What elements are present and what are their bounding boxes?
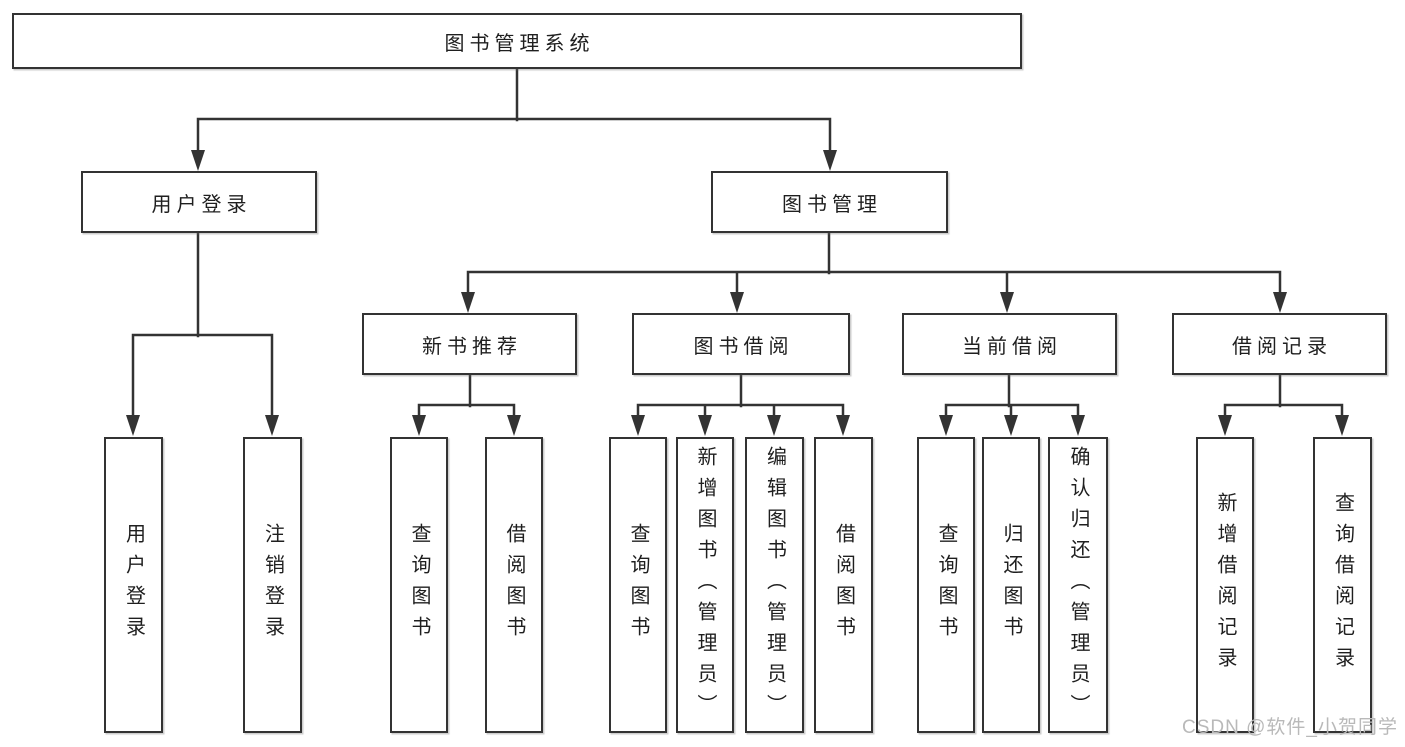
- node-borrow-records-label: 借阅记录: [1232, 335, 1332, 358]
- leaf-logout: 注销登录: [243, 437, 302, 733]
- node-user-login: 用户登录: [81, 171, 317, 233]
- node-book-management: 图书管理: [711, 171, 948, 233]
- leaf-recommend-borrow-books: 借阅图书: [485, 437, 543, 733]
- leaf-add-borrow-record: 新增借阅记录: [1196, 437, 1254, 733]
- leaf-current-query-books-label: 查询图书: [935, 523, 957, 647]
- leaf-edit-book-admin: 编辑图书（管理员）: [745, 437, 804, 733]
- node-user-login-label: 用户登录: [151, 193, 252, 216]
- leaf-user-login-label: 用户登录: [122, 523, 145, 647]
- leaf-confirm-return-admin: 确认归还（管理员）: [1048, 437, 1108, 733]
- node-new-book-recommend: 新书推荐: [362, 313, 577, 375]
- leaf-add-book-admin: 新增图书（管理员）: [676, 437, 734, 733]
- leaf-borrowing-query-books: 查询图书: [609, 437, 667, 733]
- node-book-borrowing: 图书借阅: [632, 313, 850, 375]
- leaf-current-query-books: 查询图书: [917, 437, 975, 733]
- leaf-logout-label: 注销登录: [261, 523, 284, 647]
- leaf-borrowing-borrow-books-label: 借阅图书: [832, 523, 855, 647]
- leaf-add-book-admin-label: 新增图书（管理员）: [694, 445, 716, 725]
- leaf-confirm-return-admin-label: 确认归还（管理员）: [1067, 445, 1089, 725]
- csdn-watermark: CSDN @软件_小贺同学: [1182, 717, 1398, 738]
- node-book-management-label: 图书管理: [782, 193, 882, 216]
- leaf-user-login: 用户登录: [104, 437, 163, 733]
- leaf-edit-book-admin-label: 编辑图书（管理员）: [763, 445, 786, 725]
- leaf-query-borrow-record: 查询借阅记录: [1313, 437, 1372, 733]
- leaf-return-books: 归还图书: [982, 437, 1040, 733]
- leaf-query-borrow-record-label: 查询借阅记录: [1331, 492, 1354, 678]
- leaf-recommend-borrow-books-label: 借阅图书: [503, 523, 525, 647]
- node-new-book-recommend-label: 新书推荐: [422, 335, 522, 358]
- node-root-system: 图书管理系统: [12, 13, 1022, 69]
- leaf-add-borrow-record-label: 新增借阅记录: [1214, 492, 1236, 678]
- leaf-recommend-query-books-label: 查询图书: [408, 523, 430, 647]
- node-root-label: 图书管理系统: [444, 32, 595, 55]
- leaf-return-books-label: 归还图书: [1000, 523, 1022, 647]
- node-current-borrowing-label: 当前借阅: [962, 335, 1062, 358]
- node-book-borrowing-label: 图书借阅: [693, 335, 794, 358]
- node-current-borrowing: 当前借阅: [902, 313, 1117, 375]
- leaf-recommend-query-books: 查询图书: [390, 437, 448, 733]
- leaf-borrowing-query-books-label: 查询图书: [627, 523, 649, 647]
- node-borrow-records: 借阅记录: [1172, 313, 1387, 375]
- leaf-borrowing-borrow-books: 借阅图书: [814, 437, 873, 733]
